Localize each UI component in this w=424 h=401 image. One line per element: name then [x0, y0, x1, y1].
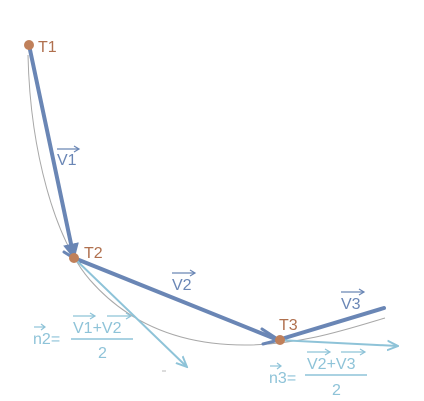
- formula-n3-numerator: V2+V3: [307, 356, 356, 373]
- point-t1: [24, 40, 34, 50]
- normal-n3-arrow: [277, 339, 398, 346]
- formula-n3-denominator: 2: [332, 382, 341, 399]
- point-t3: [275, 335, 285, 345]
- formula-n3: n3= V2+V3 2: [269, 348, 367, 399]
- formula-n2-denominator: 2: [98, 345, 107, 362]
- label-t1: T1: [38, 39, 57, 56]
- trajectory-curve: [27, 54, 386, 346]
- label-v2-text: V2: [172, 277, 192, 294]
- label-v1: V1: [57, 145, 81, 169]
- formula-n3-lhs: n3=: [269, 370, 296, 387]
- normal-n2-arrow: [73, 257, 187, 367]
- label-v2: V2: [172, 269, 197, 294]
- point-t2: [69, 253, 79, 263]
- vector-v1: [27, 43, 79, 260]
- label-v3: V3: [341, 288, 366, 313]
- label-v1-text: V1: [57, 152, 77, 169]
- label-t2: T2: [84, 245, 103, 262]
- formula-n2-lhs: n2=: [33, 331, 60, 348]
- label-t3: T3: [279, 317, 298, 334]
- vector-v3: [276, 306, 386, 342]
- vector-v2: [72, 256, 280, 342]
- label-v3-text: V3: [341, 296, 361, 313]
- formula-n2: n2= V1+V2 2: [33, 312, 133, 362]
- formula-n2-numerator: V1+V2: [73, 320, 122, 337]
